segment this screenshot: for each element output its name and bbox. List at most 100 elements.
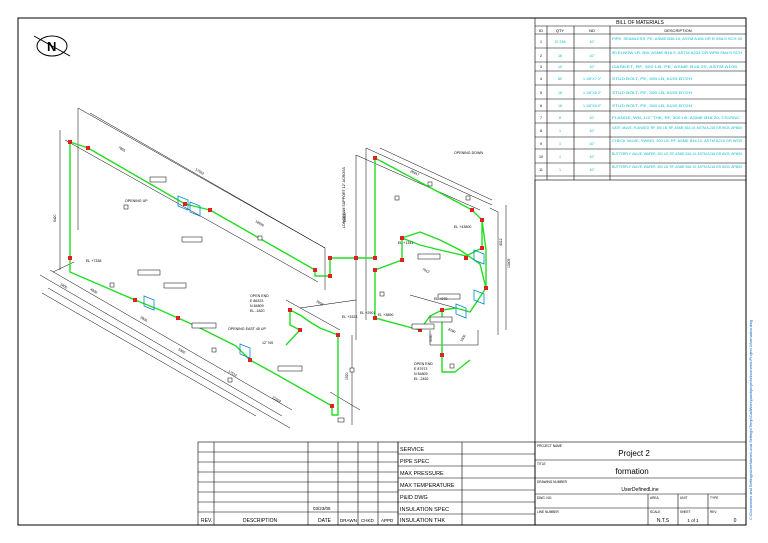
bom-row-qty: 37.248 (555, 40, 566, 44)
bom-row-qty: 80 (558, 77, 562, 81)
note-elev-1: EL +7338 (86, 259, 101, 263)
note-open-end-1-l1: OPEN END (250, 294, 269, 298)
bom-row-id: 11 (539, 168, 543, 172)
dim-value: 1520 (345, 372, 349, 380)
dim-value: 1500 (459, 334, 466, 343)
bom-title: BILL OF MATERIALS (616, 20, 664, 26)
bom-row-nd: 10" (589, 129, 595, 133)
area-label: AREA (650, 496, 660, 500)
bom-row-desc: STUD BOLT, PE, 300 LB, A193 B7/2H (612, 91, 693, 95)
dim-value: 2055 (316, 299, 325, 306)
bom-row-qty: 10 (558, 65, 562, 69)
bom-row-nd: 10" (589, 168, 595, 172)
note-open-end-1-l4: EL -1820 (250, 309, 264, 313)
bom-row: 9 1 10" CHECK VALVE, SWING, 300 LB, RF, … (540, 139, 743, 146)
bom-row-qty: 1 (559, 155, 561, 159)
title-block-text: REV. DESCRIPTION DATE DRAWN CHKD APPD 03… (201, 444, 737, 524)
bom-row: 10 1 10" BUTTERFLY VALVE, WAFER, 300 LB,… (539, 152, 742, 159)
bom-row-desc: 90 ELBOW LR, BW, ASME B16.9, ASTM A234 G… (612, 51, 742, 55)
drawing-number-label: DRAWING NUMBER (537, 480, 568, 484)
bom-row-nd: 10" (589, 142, 595, 146)
bom-row-qty: 8 (559, 116, 561, 120)
dim-value: 18936 (255, 219, 265, 227)
title-label: TITLE (537, 462, 546, 466)
rev-num-label: REV. (710, 510, 717, 514)
bom-row: 8 1 10" GATE VALVE, FLANGED, RF, 300 LB,… (540, 126, 742, 133)
dim-value: 6420 (53, 214, 57, 222)
dim-value: 17563 (195, 167, 205, 175)
sheet-label: SHEET (680, 510, 691, 514)
bom-header-nd: ND (589, 28, 595, 33)
bom-row-desc: CHECK VALVE, SWING, 300 LB, RF, ASME B16… (612, 139, 743, 143)
rev-drawn-label: DRAWN (340, 518, 357, 523)
bom-row-qty: 16 (558, 54, 562, 58)
dim-value: 21604 (272, 395, 282, 403)
bom-row-desc: STUD BOLT, PE, 300 LB, A193 B7/2H (612, 77, 693, 81)
bom-row: 4 80 1 1/8"X7.0" STUD BOLT, PE, 300 LB, … (540, 77, 693, 81)
dim-value: 2836 (140, 315, 149, 322)
bom-row-id: 7 (540, 116, 542, 120)
note-open-end-1-l2: E 86323 (250, 299, 263, 303)
bom-row-desc: PIPE, SEAMLESS, PE, ASME B36.10, ASTM A1… (612, 37, 742, 41)
bom-row-nd: 10" (589, 54, 595, 58)
dim-value: 17512 (228, 369, 238, 377)
project-name: Project 2 (618, 449, 650, 458)
bom-row-qty: 1 (559, 168, 561, 172)
project-name-label: PROJECT NAME (537, 444, 562, 448)
max-pressure-label: MAX PRESSURE (400, 471, 444, 477)
bom-row-nd: 1 1/8"X7.0" (583, 77, 602, 81)
component-tags (109, 176, 471, 423)
north-label: N (47, 39, 56, 54)
bom-row-nd: 10" (589, 40, 595, 44)
note-open-end-2-l4: EL -2452 (414, 377, 428, 381)
rev-description-label: DESCRIPTION (243, 518, 278, 524)
sheet-value: 1 of 1 (687, 518, 699, 523)
note-size-12ns: 12" NS (262, 341, 274, 345)
note-open-end-1-l3: N 84809 (250, 304, 264, 308)
dim-value: 8190 (448, 327, 457, 334)
bom-row-nd: 1 1/8"X6.0" (583, 91, 602, 95)
bom-row-desc: FLANGE, WN, 1/4" THK, RF, 300 LB, ASME B… (612, 116, 741, 120)
insulation-thk-label: INSULATION THK (400, 518, 445, 524)
dim-value: 5050 (429, 334, 433, 342)
bom-row-id: 5 (540, 91, 542, 95)
service-label: SERVICE (400, 447, 424, 453)
bom-row-desc: GATE VALVE, FLANGED, RF, 300 LB, RF, ASM… (612, 126, 742, 130)
scale-value: N.T.S (657, 518, 670, 524)
bom-row-desc: BUTTERFLY VALVE, WAFER, 300 LB, RF, ASME… (612, 165, 742, 169)
note-opening-down: OPENING DOWN (454, 151, 483, 155)
drawing-number: UserDefinedLine (621, 487, 658, 493)
pid-dwg-label: P&ID DWG (400, 495, 428, 501)
note-open-end-2-l2: E 87973 (414, 367, 427, 371)
dim-value: 5360 (178, 347, 187, 354)
bom-header-id: ID (539, 28, 543, 33)
note-open-end-2-l3: N 84809 (414, 372, 428, 376)
dim-value: 25500 (343, 212, 347, 222)
pipe-spec-label: PIPE SPEC (400, 459, 429, 465)
note-long-support: LONGBEAM SUPPORT 12" ACROSS (342, 167, 346, 228)
bom-row-id: 4 (540, 77, 542, 81)
bom-row-id: 10 (539, 155, 543, 159)
bom-row: 7 8 10" FLANGE, WN, 1/4" THK, RF, 300 LB… (540, 116, 741, 120)
bom-header-qty: QTY (556, 28, 565, 33)
unit-label: UNIT (680, 496, 687, 500)
dim-value: 7012 (422, 267, 431, 274)
north-arrow-icon: N (33, 35, 71, 57)
annotations: OPENING UP OPENING EAST 45 UP OPENING DO… (86, 151, 483, 381)
bom-row-id: 2 (540, 54, 542, 58)
bom-row: 11 1 10" BUTTERFLY VALVE, WAFER, 300 LB,… (539, 165, 742, 172)
bom-row-id: 3 (540, 65, 542, 69)
dim-value: 26917 (410, 169, 420, 177)
rev-chkd-label: CHKD (361, 518, 375, 523)
rev-appd-label: APPD (381, 518, 394, 523)
bom-row: 6 16 1 1/8"X8.0" STUD BOLT, PE, 300 LB, … (540, 104, 693, 108)
note-opening-up: OPENING UP (125, 199, 148, 203)
bom-row-qty: 1 (559, 129, 561, 133)
dim-value: 7855 (118, 145, 127, 152)
bom-row-nd: 10" (589, 116, 595, 120)
bom-row-nd: 1 1/8"X8.0" (583, 104, 602, 108)
bom-row-qty: 16 (558, 91, 562, 95)
bom-row-desc: BUTTERFLY VALVE, WAFER, 300 LB, RF, ASME… (612, 152, 742, 156)
bom-row-nd: 10" (589, 155, 595, 159)
